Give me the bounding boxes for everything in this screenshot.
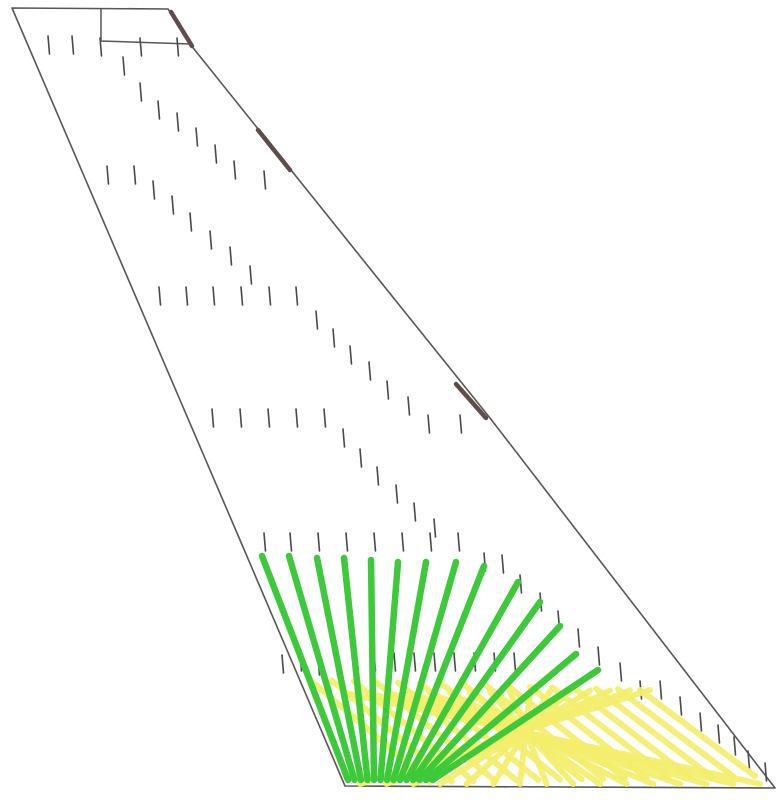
green-thread-6 (377, 558, 402, 784)
pin-r7-8 (413, 652, 417, 672)
pin-r6-24 (764, 762, 768, 782)
pin-r5-4 (295, 408, 299, 428)
pin-r3-4 (171, 195, 175, 215)
pin-r7-9 (433, 652, 437, 672)
pin-r6-21 (717, 724, 721, 744)
green-thread-12 (416, 622, 564, 784)
green-thread-fan (258, 552, 602, 784)
pin-r5-10 (413, 502, 417, 522)
pin-r3-3 (152, 180, 156, 200)
yellow-thread-cross-16 (347, 691, 763, 787)
pin-r1-5 (139, 37, 143, 57)
pin-r5-11 (433, 518, 437, 538)
pin-r3-5 (189, 212, 193, 232)
pin-r3-9 (263, 170, 267, 190)
pin-r4-12 (407, 396, 411, 416)
green-thread-11 (409, 598, 544, 784)
pin-r7-10 (453, 652, 457, 672)
pin-r5-1 (211, 408, 215, 428)
pin-r1-2 (71, 35, 75, 55)
pin-r2-4 (195, 127, 199, 147)
hinge-mark-middle (255, 127, 293, 173)
yellow-thread-cross-7 (517, 688, 533, 787)
hinge-mark-top (168, 9, 195, 49)
pin-r3-7 (229, 246, 233, 266)
pin-r6-23 (747, 750, 751, 770)
pin-r7-1 (281, 654, 285, 674)
green-thread-9 (396, 562, 488, 784)
pin-r5-9 (395, 484, 399, 504)
pin-r4-8 (332, 328, 336, 348)
pin-r6-16 (619, 662, 623, 682)
pin-r6-5 (373, 532, 377, 552)
green-thread-5 (367, 556, 378, 784)
pin-r5-8 (376, 466, 380, 486)
pin-r6-19 (679, 696, 683, 716)
pin-r6-1 (263, 532, 267, 552)
pin-r6-14 (577, 628, 581, 648)
pin-r6-11 (519, 574, 523, 594)
pin-r6-20 (699, 712, 703, 732)
fin-outline (11, 7, 776, 789)
pin-r3-1 (106, 165, 110, 185)
pin-r6-7 (429, 532, 433, 552)
yellow-thread-14 (593, 685, 715, 780)
yellow-thread-15 (615, 686, 737, 780)
pin-r5-5 (323, 408, 327, 428)
pin-r6-22 (733, 736, 737, 756)
pin-r3-6 (209, 230, 213, 250)
pin-r7-13 (513, 652, 517, 672)
yellow-thread-fan (307, 677, 763, 787)
green-thread-7 (383, 558, 430, 784)
yellow-thread-16 (637, 687, 758, 779)
pin-r4-7 (315, 310, 319, 330)
pin-r1-4 (122, 56, 126, 76)
pin-r4-6 (295, 286, 299, 306)
green-thread-14 (429, 666, 602, 784)
pin-r1-3 (99, 37, 103, 57)
pin-r5-6 (342, 428, 346, 448)
green-thread-1 (258, 552, 352, 784)
pin-r2-2 (157, 100, 161, 120)
pin-r3-2 (133, 165, 137, 185)
pin-r4-11 (386, 380, 390, 400)
pin-r4-2 (185, 286, 189, 306)
pin-r1-6 (176, 37, 180, 57)
green-thread-8 (390, 558, 460, 784)
pin-r6-10 (501, 554, 505, 574)
pin-r6-8 (457, 532, 461, 552)
pin-r2-1 (139, 82, 143, 102)
pin-r2-5 (214, 144, 218, 164)
pin-r3-8 (249, 265, 253, 285)
pin-r4-13 (427, 414, 431, 434)
pin-r4-14 (459, 414, 463, 434)
pin-r4-4 (240, 286, 244, 306)
pin-r6-2 (289, 532, 293, 552)
pin-r5-7 (359, 448, 363, 468)
green-thread-10 (403, 578, 522, 784)
pin-r2-3 (176, 112, 180, 132)
pin-r1-1 (47, 35, 51, 55)
pin-r7-7 (393, 652, 397, 672)
pin-r4-3 (212, 286, 216, 306)
pin-r6-4 (345, 532, 349, 552)
pin-r6-6 (401, 532, 405, 552)
green-thread-3 (313, 554, 365, 784)
pin-r5-3 (267, 408, 271, 428)
pin-r2-6 (233, 160, 237, 180)
pin-r4-10 (368, 361, 372, 381)
pin-r6-15 (597, 646, 601, 666)
pin-r4-9 (349, 345, 353, 365)
pin-r4-5 (268, 286, 272, 306)
pin-r6-3 (317, 532, 321, 552)
green-thread-2 (285, 552, 358, 784)
green-thread-13 (422, 650, 580, 784)
pin-r4-1 (158, 286, 162, 306)
hinge-mark-lower (453, 381, 489, 421)
green-thread-4 (340, 554, 371, 784)
pin-r6-18 (659, 680, 663, 700)
pin-r5-2 (239, 408, 243, 428)
